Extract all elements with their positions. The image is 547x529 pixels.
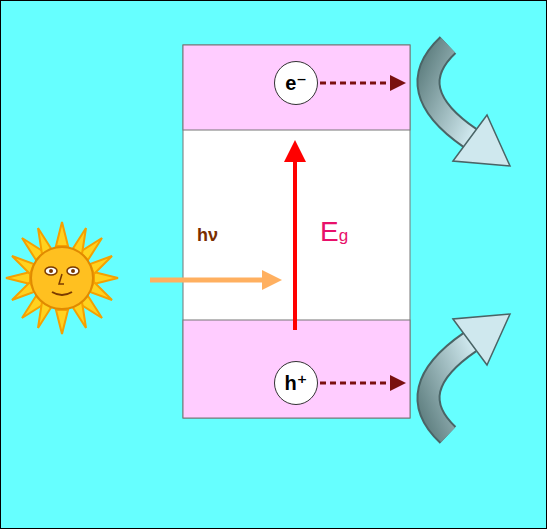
- semiconductor-box: [183, 45, 410, 418]
- carrier-arrow: [320, 75, 406, 391]
- band-gap-label: Eg: [320, 218, 348, 246]
- photon-label: hν: [197, 226, 218, 244]
- valence-band: [183, 320, 410, 418]
- curved-arrow: [428, 45, 510, 435]
- hole-circle: h⁺: [274, 361, 318, 405]
- carrier-symbol: e⁻: [285, 73, 307, 93]
- electron-circle: e⁻: [274, 61, 318, 105]
- excitation-arrow: [284, 140, 306, 330]
- photon-arrow: [150, 270, 282, 290]
- conduction-band: [183, 45, 410, 130]
- sun-icon: [6, 222, 118, 334]
- carrier-symbol: h⁺: [285, 373, 308, 393]
